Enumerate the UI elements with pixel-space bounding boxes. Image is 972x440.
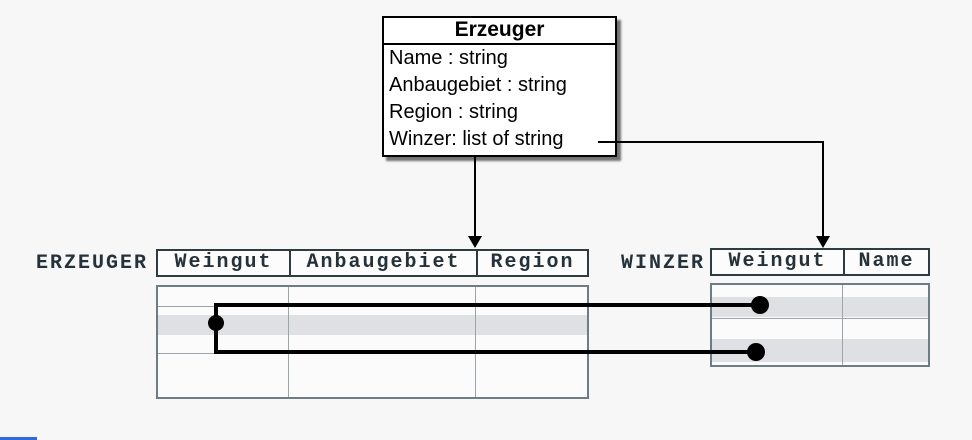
class-attribute: Winzer: list of string <box>389 128 564 150</box>
class-attribute: Anbaugebiet : string <box>389 74 567 96</box>
winzer-highlighted-row <box>712 297 928 317</box>
bottom-left-accent-bar <box>0 437 37 440</box>
uml-class-box: Erzeuger Name : string Anbaugebiet : str… <box>382 16 617 157</box>
winzer-row-line <box>712 318 928 319</box>
erzeuger-column-header: Region <box>476 251 587 275</box>
class-box-title: Erzeuger <box>384 18 615 45</box>
erzeuger-column-divider <box>475 287 476 397</box>
class-box-attributes: Name : string Anbaugebiet : string Regio… <box>384 45 615 153</box>
arrow-winzer-attr-line-vertical <box>822 141 824 237</box>
relation-line-bottom <box>214 350 756 354</box>
winzer-highlighted-row <box>712 339 928 362</box>
winzer-table-label: WINZER <box>621 252 706 275</box>
erzeuger-column-divider <box>288 287 289 397</box>
erzeuger-column-header: Weingut <box>174 251 273 274</box>
erzeuger-table-header: Weingut Anbaugebiet Region <box>156 249 589 277</box>
relation-endpoint-dot <box>747 343 765 361</box>
arrowhead-down-icon <box>468 236 482 248</box>
relation-line-top <box>214 303 760 307</box>
arrow-class-to-erzeuger-line <box>474 157 476 237</box>
winzer-column-header: Weingut <box>728 250 827 273</box>
winzer-column-divider <box>842 285 843 365</box>
arrowhead-down-icon <box>816 236 830 248</box>
erzeuger-highlighted-row <box>158 315 587 335</box>
winzer-column-header: Name <box>843 250 928 274</box>
winzer-table-header: Weingut Name <box>710 248 930 276</box>
arrow-winzer-attr-line-horizontal <box>598 141 824 143</box>
winzer-table-body <box>710 283 930 367</box>
erzeuger-table-label: ERZEUGER <box>36 252 149 275</box>
relation-endpoint-dot <box>751 296 769 314</box>
class-attribute: Region : string <box>389 101 518 123</box>
erzeuger-column-header: Anbaugebiet <box>289 251 476 275</box>
relation-endpoint-dot <box>208 315 224 331</box>
class-attribute: Name : string <box>389 47 508 69</box>
